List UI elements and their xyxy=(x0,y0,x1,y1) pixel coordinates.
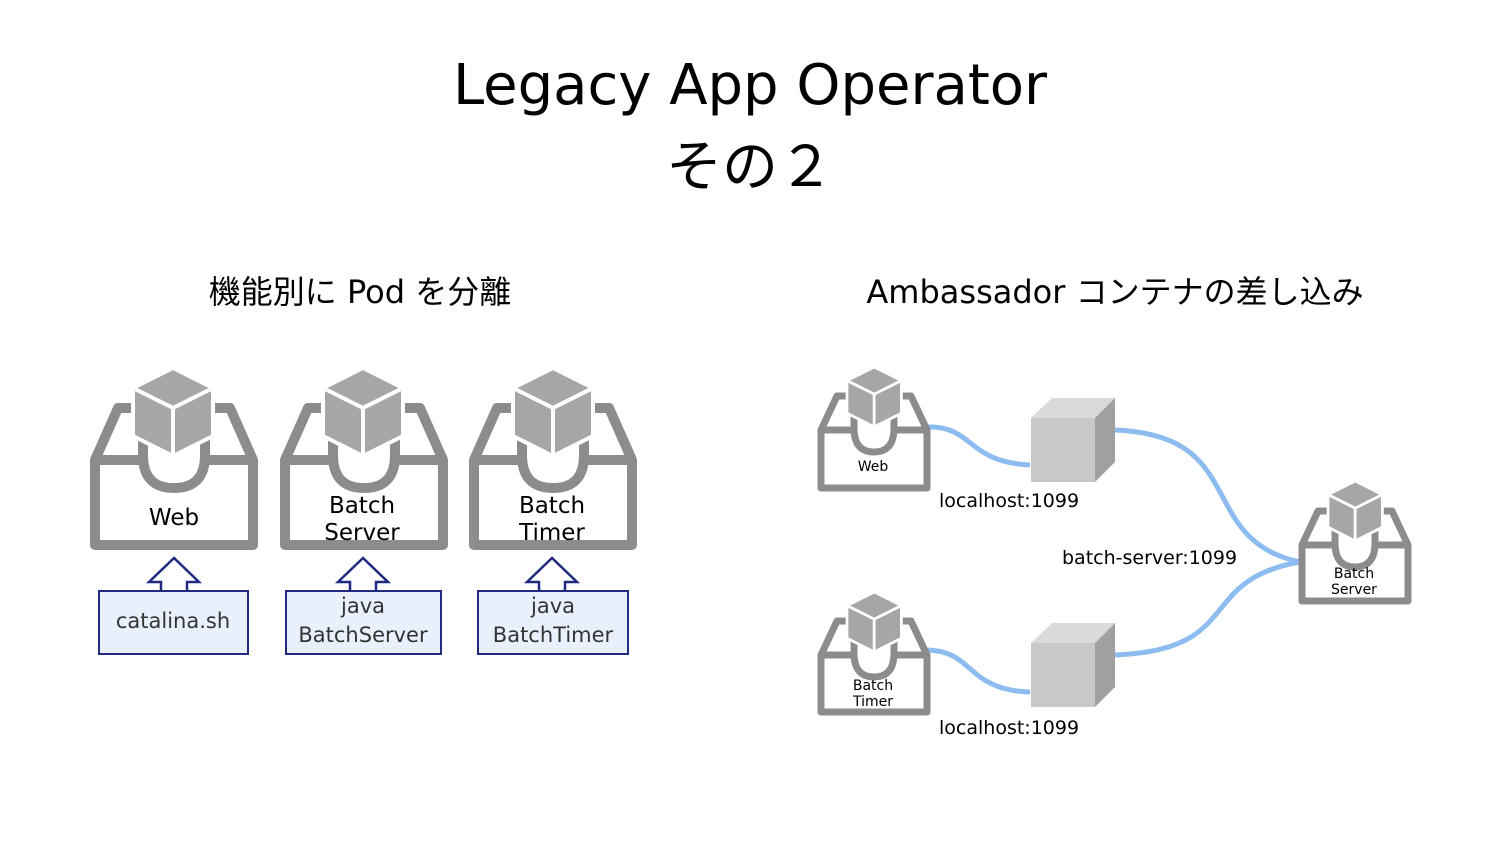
container-cube-icon xyxy=(845,365,903,429)
up-arrow-icon xyxy=(523,556,581,594)
container-cube-icon xyxy=(131,366,215,458)
connector-ambassador-server-bottom xyxy=(1114,559,1301,658)
pod-label-web: Web xyxy=(149,505,199,531)
small-pod-label-line2: Server xyxy=(1331,582,1377,598)
connector-timer-ambassador xyxy=(924,647,1031,695)
pod-label-batch-timer-line2: Timer xyxy=(518,520,585,546)
connector-web-ambassador xyxy=(924,424,1031,468)
command-text: catalina.sh xyxy=(116,609,230,633)
small-pod-web: Web xyxy=(817,365,931,492)
command-text-line2: BatchServer xyxy=(298,623,428,647)
command-text-line2: BatchTimer xyxy=(493,623,614,647)
pod-label-batch-server-line2: Server xyxy=(324,520,400,546)
container-cube-icon xyxy=(511,366,595,458)
pod-batch-timer: Batch Timer xyxy=(469,366,637,550)
command-box-web: catalina.sh xyxy=(98,590,249,655)
right-section-heading: Ambassador コンテナの差し込み xyxy=(866,273,1364,311)
localhost-label-top: localhost:1099 xyxy=(939,490,1079,512)
ambassador-container-top xyxy=(1031,398,1115,482)
small-pod-batch-timer: Batch Timer xyxy=(817,590,931,716)
pod-batch-server: Batch Server xyxy=(280,366,448,550)
small-pod-label: Web xyxy=(858,459,889,475)
container-cube-icon xyxy=(321,366,405,458)
pod-label-batch-server-line1: Batch xyxy=(329,493,395,519)
slide-title: Legacy App Operator xyxy=(452,53,1048,118)
container-cube-icon xyxy=(1326,479,1384,543)
small-pod-label-line2: Timer xyxy=(852,694,893,710)
small-pod-batch-server: Batch Server xyxy=(1298,479,1412,605)
left-section-heading: 機能別に Pod を分離 xyxy=(208,273,512,311)
small-pod-label-line1: Batch xyxy=(1334,566,1374,582)
slide-subtitle: その２ xyxy=(666,135,834,200)
command-box-batch-server: java BatchServer xyxy=(285,590,442,655)
container-cube-icon xyxy=(845,590,903,654)
small-pod-label-line1: Batch xyxy=(853,678,893,694)
command-box-batch-timer: java BatchTimer xyxy=(477,590,629,655)
command-text-line1: java xyxy=(530,594,575,618)
ambassador-container-bottom xyxy=(1031,623,1115,707)
localhost-label-bottom: localhost:1099 xyxy=(939,717,1079,739)
up-arrow-icon xyxy=(334,556,392,594)
command-text-line1: java xyxy=(340,594,385,618)
up-arrow-icon xyxy=(145,556,203,594)
pod-web: Web xyxy=(90,366,258,550)
batch-server-port-label: batch-server:1099 xyxy=(1062,547,1237,569)
connector-ambassador-server-top xyxy=(1114,427,1301,565)
pod-label-batch-timer-line1: Batch xyxy=(519,493,585,519)
